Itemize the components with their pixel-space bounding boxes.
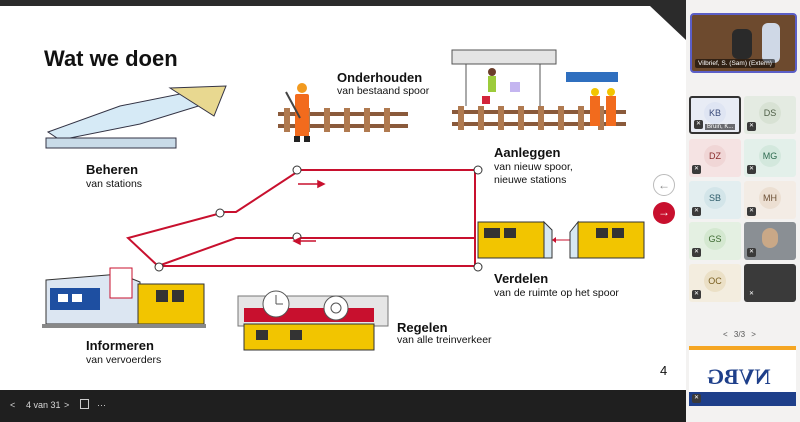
mic-off-icon: ✕ [747,165,756,174]
item-onderhouden-heading: Onderhouden [337,70,423,85]
pager-label: 3/3 [733,330,746,339]
construction-illustration [451,49,626,130]
item-verdelen-sub: van de ruimte op het spoor [494,287,619,299]
page-indicator: 4 van 31 [26,400,61,410]
item-aanleggen-heading: Aanleggen [494,145,561,160]
item-aanleggen-sub: van nieuw spoor, [494,161,573,173]
item-onderhouden-sub: van bestaand spoor [337,85,430,97]
information-illustration [42,267,206,328]
mic-off-icon: ✕ [747,248,756,257]
avatar: OC [704,270,726,292]
avatar: MH [759,187,781,209]
item-regelen-heading: Regelen [397,320,448,335]
more-options-button[interactable]: ··· [97,400,106,410]
previous-slide-button[interactable]: ← [653,174,675,196]
participant-tile-ds[interactable]: DS ✕ [744,96,796,134]
participant-tile-sb[interactable]: SB ✕ [689,181,741,219]
pager-next-button[interactable]: > [751,330,756,339]
participant-pager: < 3/3 > [723,330,756,339]
avatar: GS [704,228,726,250]
mic-off-icon: ✕ [747,207,756,216]
mic-off-icon: ✕ [747,290,756,299]
arrow-right-icon: → [658,205,670,219]
mic-off-icon: ✕ [692,165,701,174]
next-page-button[interactable]: > [64,400,70,410]
maintenance-illustration [278,83,408,142]
item-regelen-sub: van alle treinverkeer [397,334,492,346]
next-slide-button[interactable]: → [653,202,675,224]
avatar: MG [759,145,781,167]
item-beheren-heading: Beheren [86,162,139,177]
prev-page-button[interactable]: < [10,400,16,410]
avatar: SB [704,187,726,209]
participant-tile-dz[interactable]: DZ ✕ [689,139,741,177]
top-bar [0,0,686,6]
active-speaker-caption: Vilbrief, S. (Sam) (Extern) [695,59,775,68]
avatar: KB [704,102,726,124]
copy-icon[interactable] [80,399,89,409]
slide-title: Wat we doen [44,46,178,71]
avatar: DZ [704,145,726,167]
mic-off-icon: ✕ [692,290,701,299]
participant-dark-video-tile[interactable]: ✕ [744,264,796,302]
shared-logo-tile[interactable]: NVBG ✕ [689,346,796,406]
mic-off-icon: ✕ [692,248,701,257]
slide-page-number: 4 [660,363,668,378]
logo-text: NVBG [707,364,771,389]
mic-off-icon: ✕ [692,207,701,216]
station-illustration [45,85,227,149]
traffic-control-illustration [237,290,389,351]
mic-off-icon: ✕ [747,122,756,131]
presentation-slide: Wat we doen [0,6,686,390]
item-informeren-sub: van vervoerders [86,354,162,366]
item-informeren-heading: Informeren [86,338,154,353]
participant-name: Bruin, K... [705,124,736,130]
mic-off-icon: ✕ [694,120,703,129]
participant-tile-oc[interactable]: OC ✕ [689,264,741,302]
arrow-left-icon: ← [658,178,670,192]
item-beheren-sub: van stations [86,178,143,190]
participant-tile-mh[interactable]: MH ✕ [744,181,796,219]
participant-tile-kb[interactable]: KB ✕ Bruin, K... [689,96,741,134]
active-speaker-video[interactable]: Vilbrief, S. (Sam) (Extern) [690,13,797,73]
distribution-illustration [477,220,645,259]
item-aanleggen-sub2: nieuwe stations [494,174,567,186]
slide-corner [650,6,686,40]
presentation-toolbar: < 4 van 31 > ··· [0,390,686,422]
rail-network-diagram [42,49,645,351]
pager-prev-button[interactable]: < [723,330,728,339]
participant-tile-gs[interactable]: GS ✕ [689,222,741,260]
mic-off-icon: ✕ [692,394,701,403]
participant-video-tile[interactable]: ✕ [744,222,796,260]
avatar: DS [759,102,781,124]
participant-tile-mg[interactable]: MG ✕ [744,139,796,177]
item-verdelen-heading: Verdelen [494,271,549,286]
